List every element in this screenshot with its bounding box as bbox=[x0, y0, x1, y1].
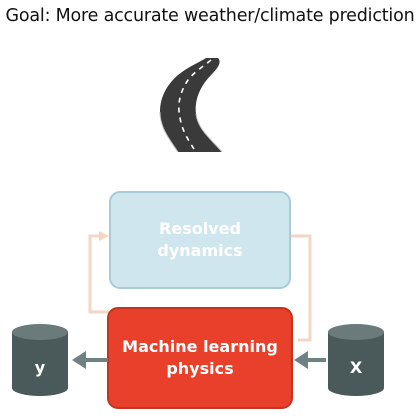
machine-learning-physics-line2: physics bbox=[166, 359, 234, 378]
database-y-label: y bbox=[34, 358, 46, 377]
resolved-to-ml-arrow bbox=[290, 234, 312, 342]
database-x-label: X bbox=[349, 358, 363, 377]
data-arrows bbox=[72, 351, 326, 369]
x-to-ml-arrowhead bbox=[294, 351, 308, 369]
machine-learning-physics-line1: Machine learning bbox=[122, 337, 278, 357]
winding-road-icon bbox=[159, 58, 223, 153]
resolved-dynamics-box bbox=[109, 191, 291, 289]
database-y-icon bbox=[12, 324, 68, 396]
resolved-dynamics-line1: Resolved bbox=[159, 219, 241, 239]
machine-learning-physics-label: Machine learning physics bbox=[108, 308, 292, 408]
ml-to-y-arrowhead bbox=[72, 351, 86, 369]
database-x-icon bbox=[328, 324, 384, 396]
resolved-dynamics-label: Resolved dynamics bbox=[110, 192, 290, 288]
resolved-dynamics-line2: dynamics bbox=[157, 241, 243, 260]
feedback-arrows bbox=[88, 231, 312, 342]
ml-to-resolved-arrow bbox=[88, 231, 110, 314]
goal-title: Goal: More accurate weather/climate pred… bbox=[5, 6, 415, 26]
